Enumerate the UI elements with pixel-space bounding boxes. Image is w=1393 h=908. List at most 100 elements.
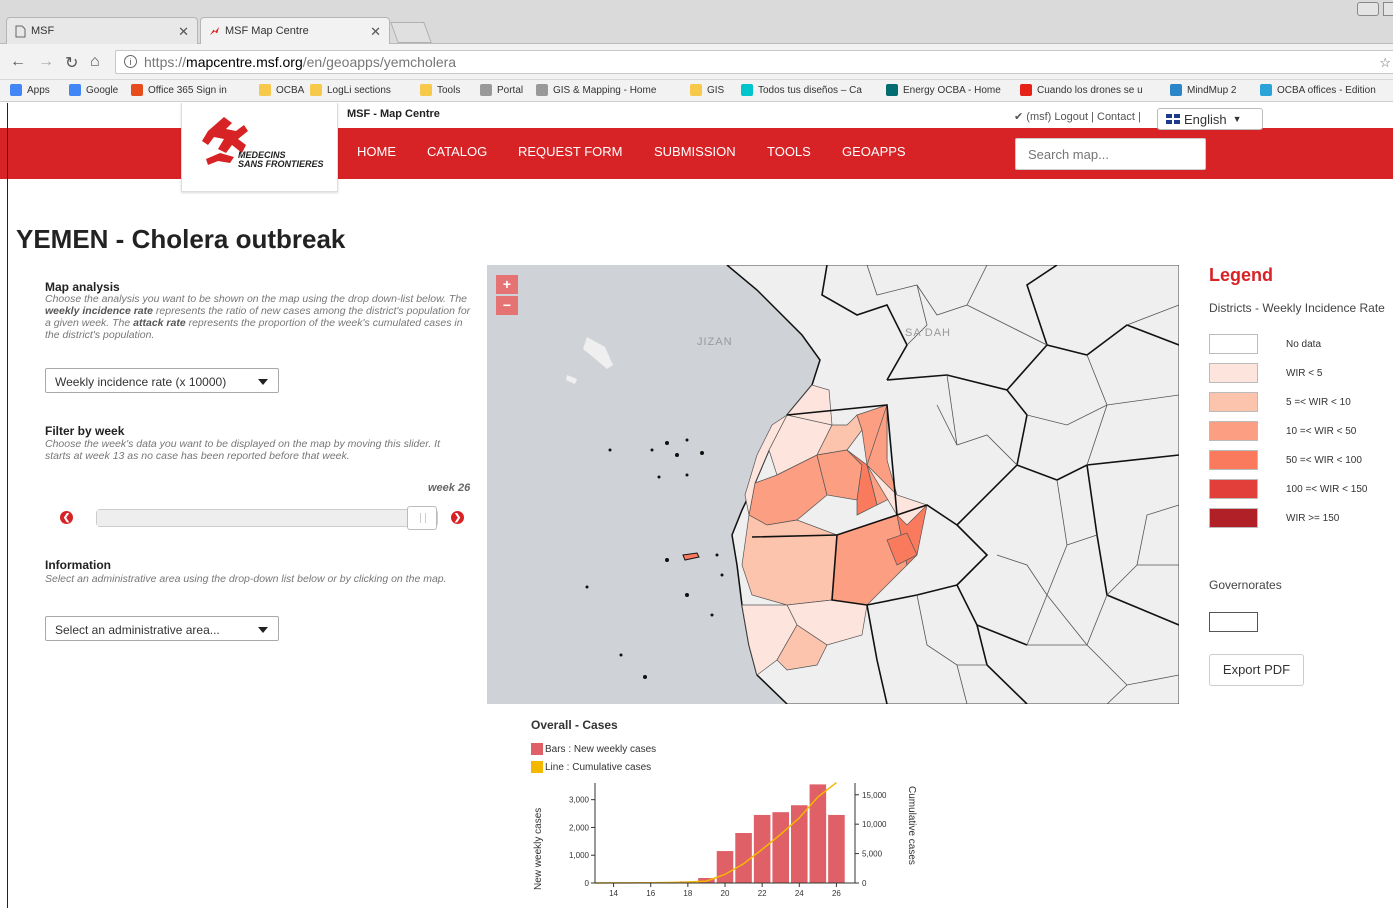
nav-catalog[interactable]: CATALOG (427, 144, 488, 159)
bookmark-label: GIS & Mapping - Home (553, 84, 657, 96)
information-heading: Information (45, 558, 111, 572)
week-slider[interactable] (96, 506, 438, 530)
zoom-in-button[interactable]: + (496, 275, 518, 294)
bookmark-11[interactable]: Cuando los drones se u (1020, 84, 1143, 96)
legend-subtitle: Districts - Weekly Incidence Rate (1209, 301, 1385, 315)
folder-icon (690, 84, 702, 96)
bookmark-3[interactable]: OCBA (259, 84, 304, 96)
window-profile-button[interactable] (1357, 2, 1379, 16)
new-tab-button[interactable] (390, 22, 432, 43)
reload-icon[interactable]: ↻ (65, 55, 79, 72)
export-pdf-button[interactable]: Export PDF (1209, 654, 1304, 686)
star-icon[interactable]: ☆ (1379, 55, 1391, 70)
legend-label: No data (1286, 339, 1322, 350)
legend-title: Legend (1209, 265, 1274, 285)
tab-msf-map-centre[interactable]: MSF Map Centre ✕ (200, 17, 390, 44)
district-polygons[interactable] (741, 384, 928, 676)
y-tick-label: 2,000 (569, 823, 590, 832)
bookmark-10[interactable]: Energy OCBA - Home (886, 84, 1001, 96)
nav-submission[interactable]: SUBMISSION (654, 144, 736, 159)
bookmark-6[interactable]: Portal (480, 84, 523, 96)
language-select[interactable]: English ▼ (1157, 108, 1263, 130)
tab-msf[interactable]: MSF ✕ (6, 17, 198, 44)
chart-legend-bars: Bars : New weekly cases (531, 743, 656, 755)
information-description: Select an administrative area using the … (45, 573, 447, 585)
uk-flag-icon (1166, 114, 1180, 124)
analysis-select[interactable]: Weekly incidence rate (x 10000) (45, 368, 279, 393)
district[interactable] (776, 624, 828, 671)
island (566, 375, 577, 384)
bookmark-label: Todos tus diseños – Ca (758, 84, 862, 96)
close-icon[interactable]: ✕ (178, 24, 189, 39)
home-icon[interactable]: ⌂ (90, 53, 100, 70)
nav-geoapps[interactable]: GEOAPPS (842, 144, 906, 159)
district[interactable] (886, 532, 918, 566)
district[interactable] (744, 413, 788, 516)
info-icon[interactable]: i (124, 55, 137, 68)
apps-grid-icon (10, 84, 22, 96)
previous-week-arrow-icon[interactable]: ❮ (60, 511, 73, 524)
bookmark-8[interactable]: GIS (690, 84, 724, 96)
logo-line-2: SANS FRONTIERES (238, 159, 324, 169)
search-map-input[interactable] (1015, 138, 1206, 170)
legend-swatch (1209, 450, 1258, 470)
user-links-text[interactable]: (msf) Logout | Contact | (1026, 111, 1141, 123)
bookmark-label: OCBA offices - Edition (1277, 84, 1376, 96)
x-tick-label: 16 (646, 889, 655, 898)
canva-icon (741, 84, 753, 96)
y2-tick-label: 5,000 (862, 850, 883, 859)
mindmup-icon (1170, 84, 1182, 96)
bookmark-4[interactable]: LogLi sections (310, 84, 391, 96)
window-minimize-button[interactable] (1383, 2, 1393, 16)
line-legend-label: Line : Cumulative cases (545, 761, 652, 773)
chart-bar (809, 784, 827, 883)
bookmark-13[interactable]: OCBA offices - Edition (1260, 84, 1376, 96)
legend-label: 10 =< WIR < 50 (1286, 426, 1357, 437)
chart-legend-line: Line : Cumulative cases (531, 761, 651, 773)
office-icon (131, 84, 143, 96)
nav-tools[interactable]: TOOLS (767, 144, 811, 159)
bookmark-9[interactable]: Todos tus diseños – Ca (741, 84, 862, 96)
user-links[interactable]: ✔ (msf) Logout | Contact | (1014, 111, 1141, 123)
legend-label: WIR >= 150 (1286, 513, 1340, 524)
legend-swatch (1209, 508, 1258, 528)
y2-tick-label: 10,000 (862, 820, 887, 829)
url-path: /en/geoapps/yemcholera (302, 54, 457, 70)
forward-arrow-icon[interactable]: → (38, 53, 54, 70)
yemen-map[interactable]: JIZAN SA'DAH (487, 265, 1179, 704)
bookmark-7[interactable]: GIS & Mapping - Home (536, 84, 656, 96)
legend-label: 100 =< WIR < 150 (1286, 484, 1368, 495)
next-week-arrow-icon[interactable]: ❯ (451, 511, 464, 524)
y2-axis-label: Cumulative cases (906, 786, 917, 865)
chart-bar (828, 814, 845, 883)
msf-logo[interactable]: MEDECINS SANS FRONTIERES (181, 103, 338, 192)
msf-logo-icon (209, 26, 220, 36)
address-bar[interactable]: i https://mapcentre.msf.org/en/geoapps/y… (115, 50, 1393, 74)
zoom-out-button[interactable]: − (496, 296, 518, 315)
folder-icon (259, 84, 271, 96)
bookmark-label: Portal (497, 84, 524, 96)
nav-home[interactable]: HOME (357, 144, 396, 159)
legend-label: WIR < 5 (1286, 368, 1323, 379)
back-arrow-icon[interactable]: ← (10, 53, 26, 70)
y-tick-label: 1,000 (569, 851, 590, 860)
bookmark-0[interactable]: Apps (10, 84, 50, 96)
youtube-icon (1020, 84, 1032, 96)
district-borders (866, 265, 1179, 704)
nav-request-form[interactable]: REQUEST FORM (518, 144, 623, 159)
admin-area-select[interactable]: Select an administrative area... (45, 616, 279, 641)
url-scheme: https:// (144, 54, 187, 70)
ole-icon (536, 84, 548, 96)
bookmark-12[interactable]: MindMup 2 (1170, 84, 1236, 96)
district[interactable] (866, 404, 898, 506)
close-icon[interactable]: ✕ (370, 24, 381, 39)
bookmark-2[interactable]: Office 365 Sign in (131, 84, 227, 96)
legend-swatch (1209, 392, 1258, 412)
map-canvas[interactable]: JIZAN SA'DAH (487, 265, 1179, 704)
week-slider-handle[interactable] (407, 506, 437, 530)
x-tick-label: 26 (832, 889, 841, 898)
bookmark-5[interactable]: Tools (420, 84, 460, 96)
governorates-title: Governorates (1209, 578, 1282, 592)
bookmark-1[interactable]: Google (69, 84, 118, 96)
line-swatch (531, 761, 543, 773)
